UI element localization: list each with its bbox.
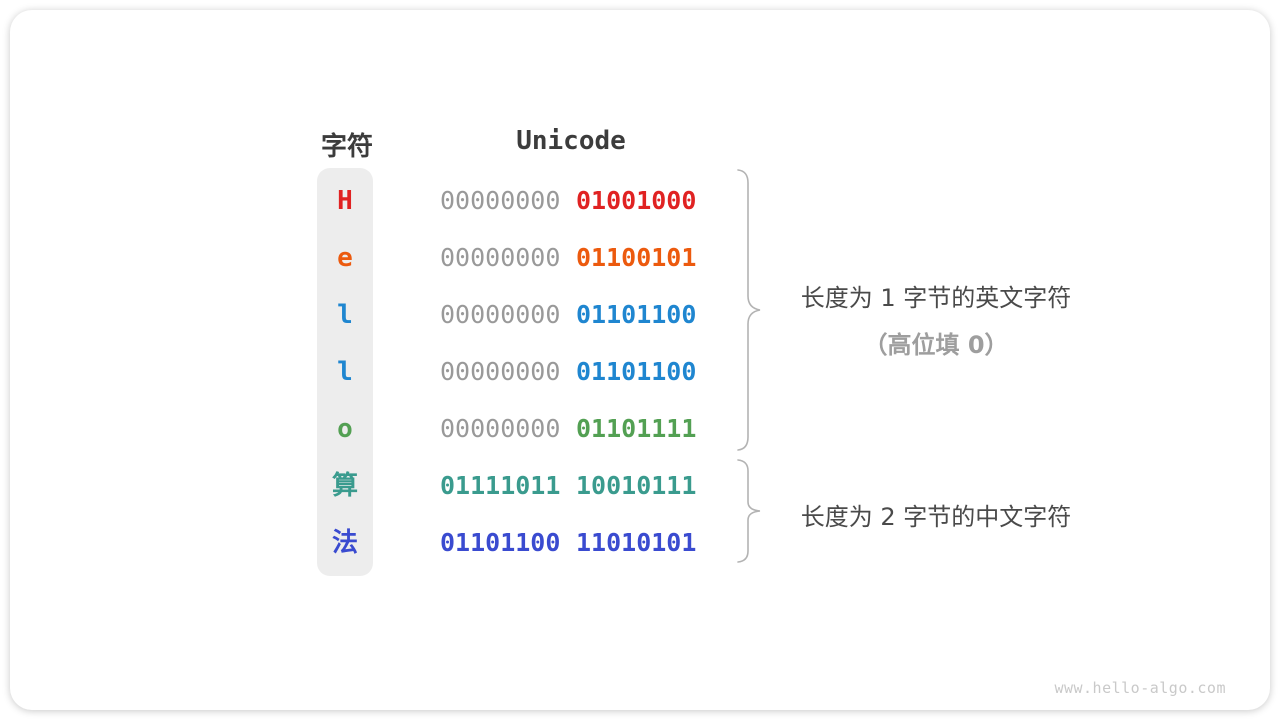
character-cell: l: [337, 357, 353, 387]
diagram-card: 字符 Unicode H 00000000 01001000 e 0000000…: [10, 10, 1270, 710]
table-row: 算 01111011 10010111: [10, 468, 1280, 504]
table-row: l 00000000 01101100: [10, 354, 1280, 390]
column-header-character: 字符: [320, 132, 373, 162]
watermark-url: www.hello-algo.com: [1054, 679, 1226, 697]
annotation-english-line2: （高位填 0）: [863, 331, 1009, 359]
table-row: l 00000000 01101100: [10, 297, 1280, 333]
unicode-byte-low: 10010111: [576, 471, 697, 500]
unicode-byte-high: 00000000: [440, 414, 561, 443]
unicode-byte-high: 00000000: [440, 357, 561, 386]
unicode-byte-low: 01100101: [576, 243, 697, 272]
unicode-byte-low: 11010101: [576, 528, 697, 557]
annotation-english-chars: 长度为 1 字节的英文字符 （高位填 0）: [766, 278, 1106, 360]
unicode-byte-high: 01101100: [440, 528, 561, 557]
unicode-byte-low: 01101100: [576, 357, 697, 386]
table-row: e 00000000 01100101: [10, 240, 1280, 276]
character-cell: H: [337, 186, 353, 216]
unicode-byte-low: 01001000: [576, 186, 697, 215]
brace-group-english: [732, 168, 764, 452]
unicode-byte-high: 00000000: [440, 186, 561, 215]
column-header-unicode: Unicode: [516, 126, 626, 156]
unicode-byte-low: 01101100: [576, 300, 697, 329]
unicode-byte-high: 00000000: [440, 243, 561, 272]
character-cell: 算: [331, 471, 358, 501]
table-row: H 00000000 01001000: [10, 183, 1280, 219]
unicode-byte-high: 00000000: [440, 300, 561, 329]
unicode-byte-low: 01101111: [576, 414, 697, 443]
annotation-english-line1: 长度为 1 字节的英文字符: [800, 284, 1072, 312]
annotation-chinese-line1: 长度为 2 字节的中文字符: [800, 503, 1072, 531]
character-cell: e: [337, 243, 353, 273]
character-column-background: [317, 168, 373, 576]
unicode-byte-high: 01111011: [440, 471, 561, 500]
brace-group-chinese: [732, 458, 764, 566]
character-cell: 法: [331, 528, 358, 558]
table-row: o 00000000 01101111: [10, 411, 1280, 447]
annotation-chinese-chars: 长度为 2 字节的中文字符: [766, 497, 1106, 532]
character-cell: l: [337, 300, 353, 330]
character-cell: o: [337, 414, 353, 444]
table-row: 法 01101100 11010101: [10, 525, 1280, 561]
